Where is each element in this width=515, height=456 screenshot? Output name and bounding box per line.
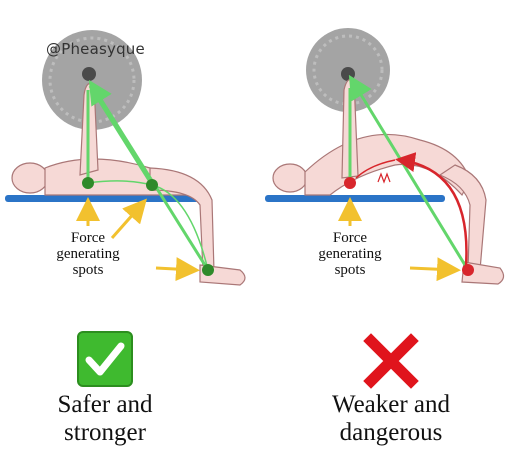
bench: [5, 195, 200, 202]
caption-left: Safer and stronger: [0, 391, 215, 447]
force-label-line: spots: [334, 262, 366, 278]
caption-line: stronger: [64, 419, 146, 446]
force-label-line: Force: [70, 230, 106, 246]
force-label-line: Force: [332, 230, 368, 246]
caption-line: dangerous: [339, 419, 443, 446]
bench: [265, 195, 445, 202]
caption-line: Weaker and: [331, 391, 451, 418]
force-label-left: Force generating spots: [33, 230, 143, 278]
force-spot: [146, 179, 158, 191]
force-spot: [82, 177, 94, 189]
force-label-right: Force generating spots: [295, 230, 405, 278]
left-panel-figure: [5, 30, 246, 286]
watermark: @Pheasyque: [46, 40, 145, 58]
force-label-line: spots: [72, 262, 104, 278]
green-checkmark-icon: [77, 331, 133, 387]
force-spot: [344, 177, 356, 189]
force-spot: [462, 264, 474, 276]
red-cross-icon: [363, 333, 419, 389]
caption-line: Safer and: [57, 391, 153, 418]
force-label-line: generating: [318, 246, 382, 262]
barbell-sleeve: [82, 67, 96, 81]
caption-right: Weaker and dangerous: [281, 391, 501, 447]
force-spot: [202, 264, 214, 276]
force-label-line: generating: [56, 246, 120, 262]
right-panel-figure: [265, 28, 505, 285]
